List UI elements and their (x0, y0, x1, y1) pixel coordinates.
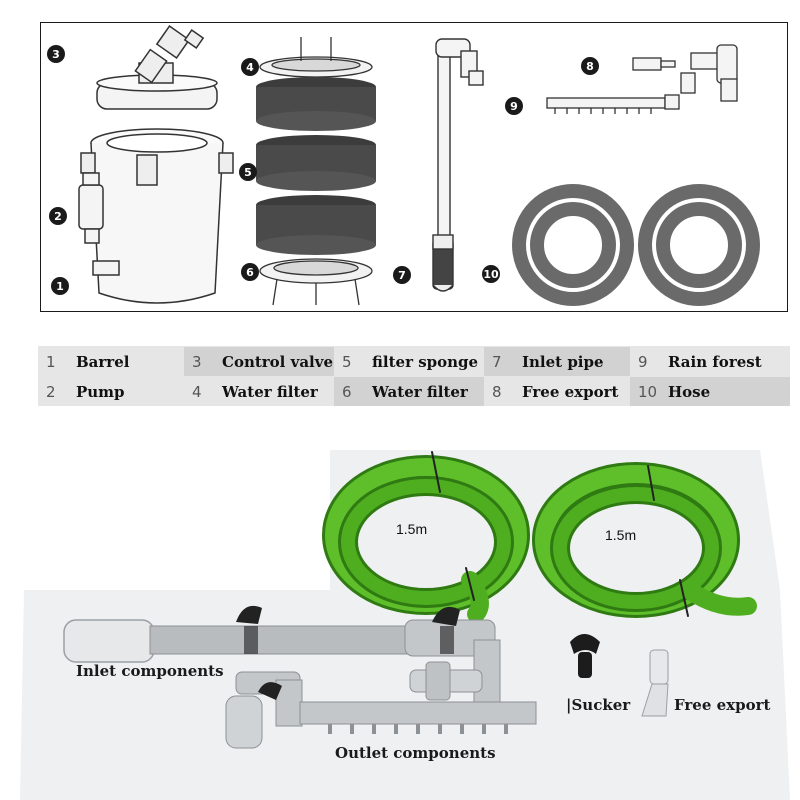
parts-legend: 1 Barrel 3 Control valve 5 filter sponge… (38, 346, 790, 406)
legend-item-6: 6 Water filter (334, 377, 484, 406)
legend-label: Barrel (76, 352, 130, 371)
callout-6: 6 (241, 263, 259, 281)
barrel-drawing (80, 62, 234, 304)
legend-item-8: 8 Free export (484, 377, 630, 406)
legend-item-2: 2 Pump (38, 377, 184, 406)
callout-10: 10 (482, 265, 500, 283)
legend-item-7: 7 Inlet pipe (484, 347, 630, 376)
callout-8: 8 (581, 57, 599, 75)
callout-5: 5 (239, 163, 257, 181)
legend-label: Pump (76, 382, 125, 401)
legend-num: 3 (192, 352, 202, 371)
legend-item-10: 10 Hose (630, 377, 790, 406)
legend-num: 9 (638, 352, 648, 371)
legend-item-9: 9 Rain forest (630, 347, 790, 376)
legend-num: 7 (492, 352, 502, 371)
product-photo: 1.5m 1.5m Inlet components Outlet compon… (0, 430, 800, 800)
legend-num: 8 (492, 382, 502, 401)
outlet-components-photo (225, 671, 537, 749)
outlet-components-label: Outlet components (335, 744, 496, 762)
filter-sponges-drawing (256, 77, 376, 255)
free-export-label: Free export (674, 696, 771, 714)
legend-item-1: 1 Barrel (38, 347, 184, 376)
hose-right-coil (532, 462, 757, 618)
legend-item-3: 3 Control valve (184, 347, 334, 376)
sucker-photo (570, 634, 600, 678)
inlet-components-label: Inlet components (76, 662, 224, 680)
parts-diagram-drawing (78, 25, 760, 306)
callout-2: 2 (49, 207, 67, 225)
parts-diagram: 3 2 1 4 5 6 7 8 9 10 (40, 22, 788, 312)
legend-num: 4 (192, 382, 202, 401)
legend-label: Water filter (222, 382, 318, 401)
inlet-components-photo (63, 605, 501, 711)
filter-plates-drawing (259, 37, 373, 306)
legend-num: 5 (342, 352, 352, 371)
callout-3: 3 (47, 45, 65, 63)
legend-item-4: 4 Water filter (184, 377, 334, 406)
legend-label: filter sponge (372, 352, 479, 371)
control-valve-drawing (134, 25, 205, 84)
hose-coils-drawing (512, 184, 760, 306)
free-export-photo (641, 649, 669, 717)
legend-num: 10 (638, 382, 658, 401)
product-photo-drawing (20, 450, 790, 800)
pump-drawing (78, 172, 120, 276)
legend-num: 2 (46, 382, 56, 401)
rain-bar-drawing (546, 44, 738, 114)
inlet-pipe-drawing (432, 38, 484, 292)
photo-backdrop (20, 450, 790, 800)
legend-label: Water filter (372, 382, 468, 401)
callout-7: 7 (393, 266, 411, 284)
hose-right-length: 1.5m (605, 527, 637, 543)
legend-label: Inlet pipe (522, 352, 604, 371)
hose-left-coil (322, 451, 530, 623)
callout-1: 1 (51, 277, 69, 295)
legend-label: Hose (668, 382, 711, 401)
hose-left-length: 1.5m (396, 521, 428, 537)
legend-num: 6 (342, 382, 352, 401)
legend-item-5: 5 filter sponge (334, 347, 484, 376)
callout-4: 4 (241, 58, 259, 76)
callout-9: 9 (505, 97, 523, 115)
sucker-label: |Sucker (566, 696, 631, 714)
legend-label: Control valve (222, 352, 333, 371)
legend-label: Free export (522, 382, 619, 401)
legend-label: Rain forest (668, 352, 762, 371)
legend-num: 1 (46, 352, 56, 371)
